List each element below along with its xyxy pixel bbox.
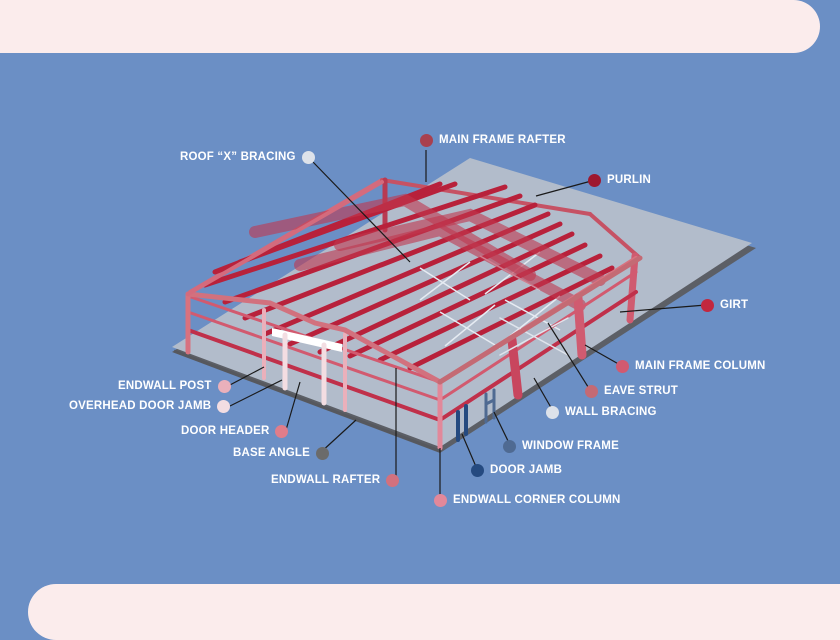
purlin-text: PURLIN bbox=[607, 174, 652, 186]
endwall-rafter-text: ENDWALL RAFTER bbox=[271, 474, 381, 486]
bottom-banner bbox=[28, 584, 840, 640]
label-overhead-door-jamb: OVERHEAD DOOR JAMB bbox=[69, 399, 231, 413]
girt-dot bbox=[701, 298, 714, 312]
eave-strut-dot bbox=[585, 384, 598, 398]
endwall-posts bbox=[185, 292, 443, 451]
eave-strut-text: EAVE STRUT bbox=[604, 385, 678, 397]
endwall-post-dot bbox=[217, 379, 231, 393]
door-header-dot bbox=[275, 424, 289, 438]
label-endwall-rafter: ENDWALL RAFTER bbox=[271, 473, 400, 487]
label-girt: GIRT bbox=[701, 298, 748, 312]
door-jamb-text: DOOR JAMB bbox=[490, 464, 563, 476]
roof-x-bracing-dot bbox=[301, 150, 315, 164]
main-frame-column-text: MAIN FRAME COLUMN bbox=[635, 360, 766, 372]
eave-strut-line bbox=[437, 255, 643, 385]
endwall-rafter-line bbox=[185, 180, 443, 385]
endwall-corner-column-text: ENDWALL CORNER COLUMN bbox=[453, 494, 621, 506]
window-frame-dot bbox=[503, 439, 516, 453]
wall-bracing-text: WALL BRACING bbox=[565, 406, 657, 418]
label-base-angle: BASE ANGLE bbox=[233, 446, 329, 460]
label-wall-bracing: WALL BRACING bbox=[546, 405, 657, 419]
main-frame-column-dot bbox=[616, 359, 629, 373]
base-angle-text: BASE ANGLE bbox=[233, 447, 310, 459]
door-header-text: DOOR HEADER bbox=[181, 425, 270, 437]
overhead-door-jamb-dot bbox=[217, 399, 231, 413]
label-main-frame-column: MAIN FRAME COLUMN bbox=[616, 359, 766, 373]
label-door-jamb: DOOR JAMB bbox=[471, 463, 562, 477]
label-main-frame-rafter: MAIN FRAME RAFTER bbox=[420, 133, 566, 147]
endwall-corner-column-dot bbox=[434, 493, 447, 507]
label-roof-x-bracing: ROOF “X” BRACING bbox=[180, 150, 315, 164]
overhead-door-jamb-text: OVERHEAD DOOR JAMB bbox=[69, 400, 212, 412]
purlin-dot bbox=[588, 173, 601, 187]
window-frame-text: WINDOW FRAME bbox=[522, 440, 619, 452]
endwall-rafter-dot bbox=[386, 473, 400, 487]
base-angle-dot bbox=[315, 446, 329, 460]
label-window-frame: WINDOW FRAME bbox=[503, 439, 619, 453]
top-banner bbox=[0, 0, 820, 53]
label-eave-strut: EAVE STRUT bbox=[585, 384, 678, 398]
label-purlin: PURLIN bbox=[588, 173, 651, 187]
endwall-post-text: ENDWALL POST bbox=[118, 380, 212, 392]
door-jamb-dot bbox=[471, 463, 484, 477]
main-frame-rafter-text: MAIN FRAME RAFTER bbox=[439, 134, 566, 146]
girt-text: GIRT bbox=[720, 299, 749, 311]
wall-bracing-dot bbox=[546, 405, 559, 419]
main-frame-rafter-dot bbox=[420, 133, 433, 147]
label-door-header: DOOR HEADER bbox=[181, 424, 289, 438]
roof-x-bracing-text: ROOF “X” BRACING bbox=[180, 151, 296, 163]
label-endwall-post: ENDWALL POST bbox=[118, 379, 231, 393]
label-endwall-corner-column: ENDWALL CORNER COLUMN bbox=[434, 493, 621, 507]
